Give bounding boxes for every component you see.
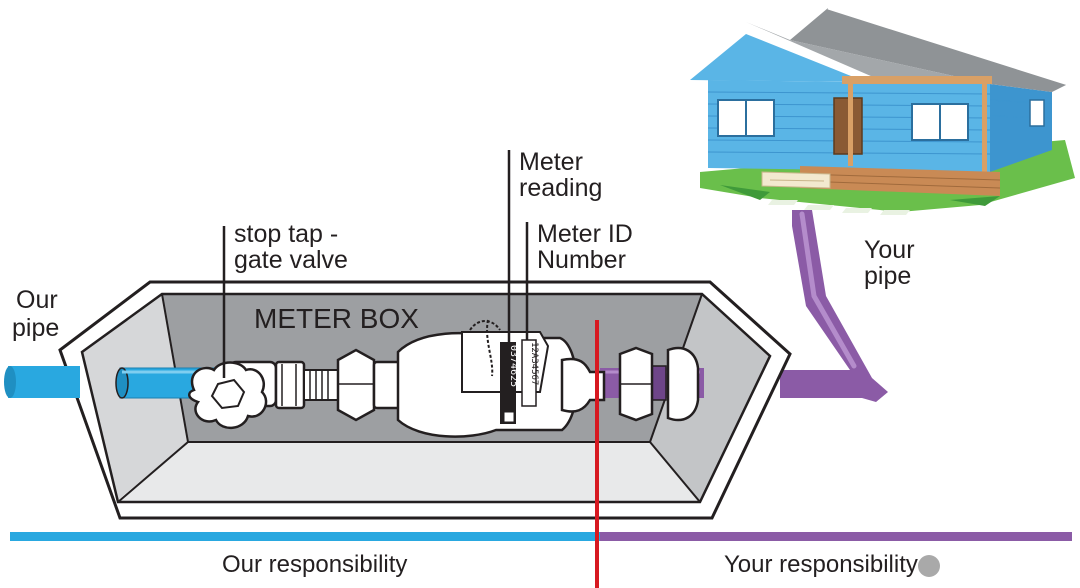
our-pipe-label-line1: Our [16, 286, 58, 314]
meter-id-label-line1: Meter ID [537, 220, 633, 248]
your-pipe-label-line1: Your [864, 236, 915, 264]
your-pipe-vertical [780, 210, 888, 402]
meter-box-label: METER BOX [254, 303, 419, 334]
house-illustration [676, 6, 1075, 215]
meter-reading-label-line2: reading [519, 174, 602, 202]
callout-lines [222, 150, 529, 378]
watermark: 值 什么值得买 [918, 555, 1051, 577]
our-pipe-label-line2: pipe [12, 314, 59, 342]
stop-tap-label-line2: gate valve [234, 246, 348, 274]
meter-id-number: 12A34567 [529, 342, 539, 385]
watermark-text: 值 什么值得买 [944, 557, 1051, 577]
thread-fitting [303, 348, 404, 422]
stop-tap-gate-valve [188, 360, 306, 429]
stop-tap-label-line1: stop tap - [234, 220, 338, 248]
meter-reading-digits: 0374625 [508, 345, 519, 387]
your-responsibility-bar [600, 532, 1072, 541]
water-meter: 0374625 12A34567 [396, 319, 700, 438]
responsibility-bars [10, 320, 1072, 588]
meter-id-label-line2: Number [537, 246, 626, 274]
meter-reading-label-line1: Meter [519, 148, 583, 176]
your-pipe-label-line2: pipe [864, 262, 911, 290]
your-responsibility-label: Your responsibility [724, 551, 918, 578]
our-responsibility-bar [10, 532, 600, 541]
our-responsibility-label: Our responsibility [222, 551, 407, 578]
